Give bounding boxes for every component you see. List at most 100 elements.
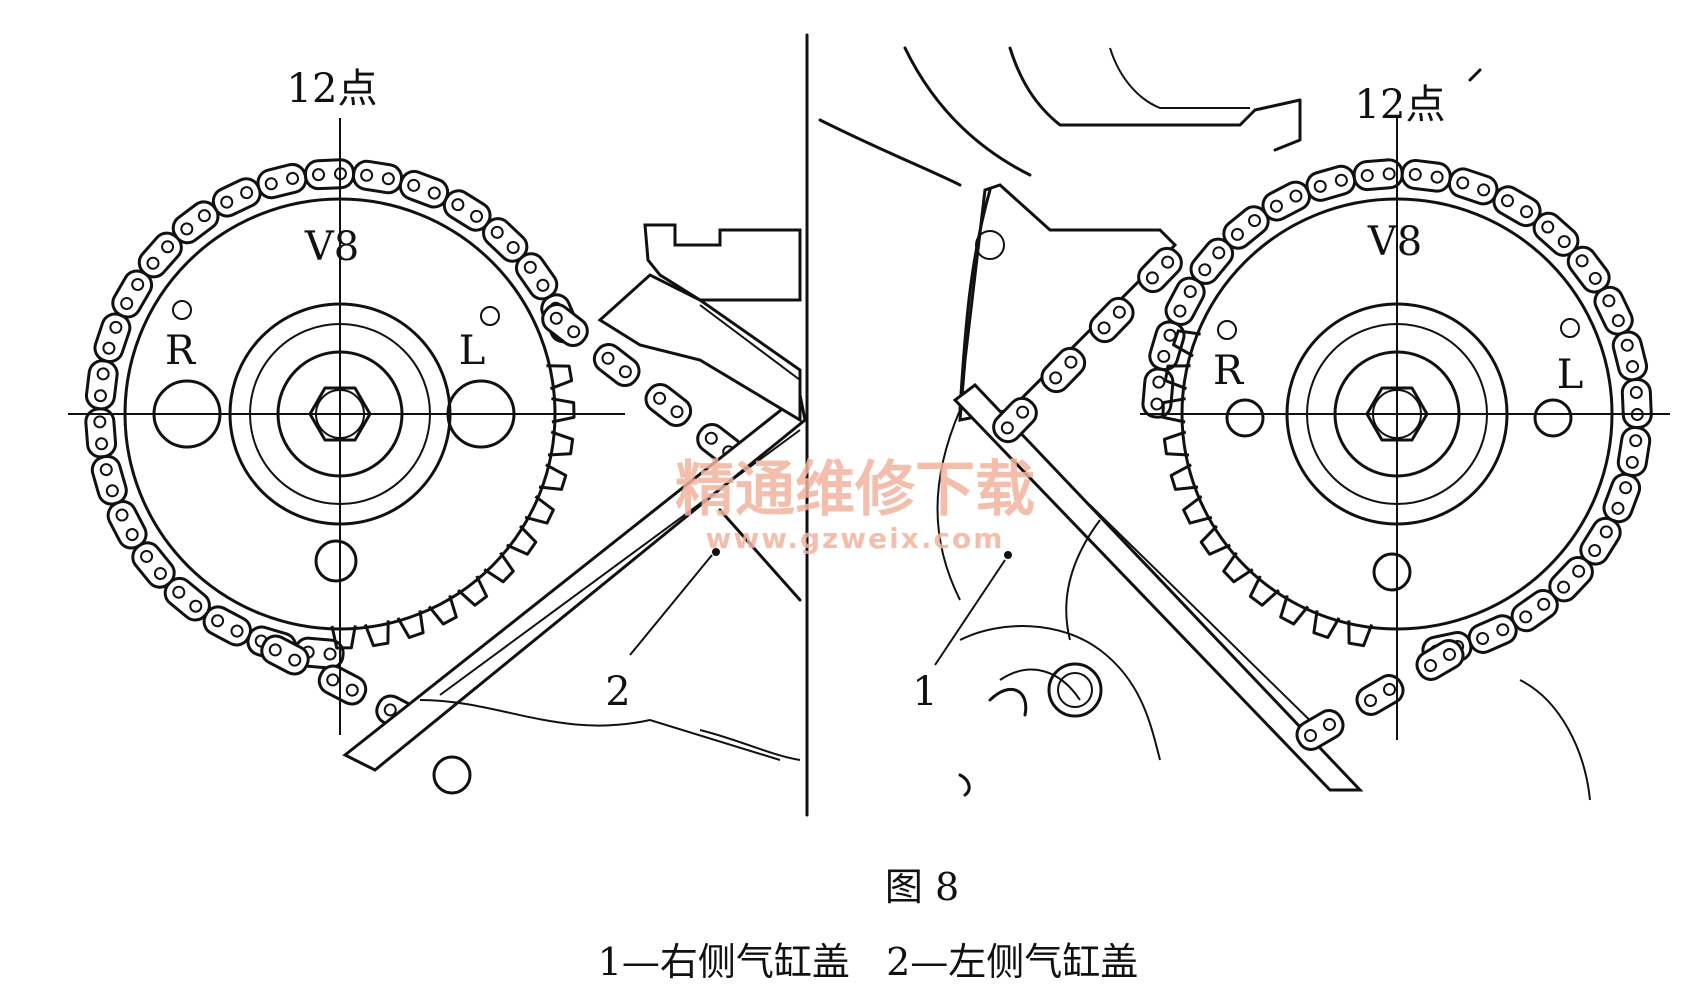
right-hole-l <box>1533 398 1573 438</box>
right-small-hole-r <box>1217 320 1237 340</box>
left-chain-link <box>644 382 693 428</box>
left-tensioner-bracket <box>643 223 802 302</box>
right-guide-edge <box>1089 504 1331 741</box>
right-hole-r <box>1225 398 1265 438</box>
left-chain-link <box>211 177 262 218</box>
left-chain-link <box>84 407 118 459</box>
right-chain-guide <box>952 382 1364 792</box>
right-tensioner-bolt <box>975 230 1005 260</box>
left-chain-link <box>351 159 404 195</box>
right-l-mark: L <box>1557 352 1584 398</box>
right-chain-link <box>1088 296 1135 344</box>
left-chain-link <box>111 269 154 319</box>
right-lower-bolt-inner <box>1057 672 1093 708</box>
left-lower-contour <box>699 729 801 761</box>
left-callout-leader <box>629 554 713 656</box>
figure-title: 图 8 <box>885 865 959 909</box>
right-small-hook <box>988 687 1028 717</box>
watermark-text: 精通维修下载 <box>675 455 1035 525</box>
right-chain-link <box>1620 377 1653 430</box>
left-chain-link <box>303 158 356 191</box>
right-callout-number: 1 <box>912 669 937 715</box>
right-chain-link <box>1616 425 1652 478</box>
right-tick-mark <box>1468 68 1482 82</box>
left-l-mark: L <box>459 328 486 374</box>
right-chain-link <box>1222 205 1270 250</box>
left-chain-link <box>256 162 308 200</box>
right-sprocket-teeth <box>1161 329 1374 648</box>
right-tensioner-edge <box>958 188 992 412</box>
right-chain-link <box>1611 330 1649 382</box>
left-engine-label: V8 <box>304 224 359 270</box>
right-chain-link <box>1355 674 1405 716</box>
right-chain-link <box>992 396 1038 444</box>
left-small-hole-l <box>480 306 500 326</box>
left-panel: 12点 V8 R L 2 <box>68 66 807 795</box>
right-chain-link <box>1137 246 1183 294</box>
right-lower-contour-3 <box>999 668 1081 701</box>
right-chain-link <box>1141 367 1175 419</box>
left-chain-link <box>137 231 183 279</box>
right-lower-bolt <box>1047 662 1103 718</box>
left-r-mark: R <box>165 328 197 374</box>
left-chain-link <box>90 454 128 506</box>
right-upper-contour-4 <box>818 118 962 187</box>
left-hole-bottom <box>314 539 358 583</box>
left-chain-link <box>541 302 589 348</box>
right-block-contour <box>936 409 961 601</box>
right-panel: 12点 V8 R L 1 <box>818 46 1670 801</box>
left-tensioner-rod <box>699 304 801 381</box>
left-chain-link <box>93 312 132 364</box>
right-upper-contour-1 <box>903 46 1032 177</box>
right-chain-link <box>1400 158 1452 193</box>
left-chain-link <box>482 217 529 263</box>
left-arm-line <box>718 508 802 602</box>
right-upper-contour-2 <box>1008 46 1302 152</box>
watermark-url: www.gzweix.com <box>706 522 1005 555</box>
left-chain-link <box>202 605 252 647</box>
left-guide-edge <box>439 429 801 696</box>
right-clock-label: 12点 <box>1355 82 1446 128</box>
right-engine-label: V8 <box>1367 219 1422 265</box>
right-chain-link <box>1579 516 1622 566</box>
right-r-mark: R <box>1213 348 1245 394</box>
left-chain-link <box>442 189 492 232</box>
right-chain-link <box>1352 158 1404 192</box>
right-chain-link <box>1415 639 1465 681</box>
right-hole-bottom <box>1372 552 1412 592</box>
left-chain-guide <box>342 392 807 772</box>
right-timing-chain <box>992 158 1653 751</box>
left-callout-number: 2 <box>605 669 630 715</box>
right-small-mark <box>958 773 971 797</box>
figure-caption: 1—右侧气缸盖 2—左侧气缸盖 <box>598 940 1139 984</box>
left-callout-dot <box>712 548 720 556</box>
right-chain-link <box>1467 614 1518 654</box>
right-chain-link <box>1040 346 1087 394</box>
left-chain-link <box>260 634 310 676</box>
right-callout-leader <box>934 559 1006 666</box>
left-sprocket-teeth <box>330 364 576 650</box>
left-clock-label: 12点 <box>287 66 378 112</box>
right-lower-contour-2 <box>959 625 1161 761</box>
left-tensioner-body <box>597 273 802 423</box>
right-chain-link <box>1305 164 1357 202</box>
left-bolt-hole <box>432 755 472 795</box>
right-chain-link <box>1492 185 1542 228</box>
right-chain-link <box>1447 167 1499 206</box>
right-chain-link <box>1593 285 1634 336</box>
right-small-hole-l <box>1560 318 1580 338</box>
left-chain-link <box>171 200 220 245</box>
right-chain-tail-line <box>1519 679 1591 801</box>
right-upper-contour-3 <box>1109 47 1250 109</box>
left-chain-link <box>592 342 641 388</box>
right-chain-link <box>1261 180 1311 222</box>
right-callout-dot <box>1004 551 1012 559</box>
left-small-hole-r <box>172 300 192 320</box>
right-chain-link <box>1295 709 1345 751</box>
left-cover-outline <box>419 699 781 761</box>
left-chain-link <box>317 664 368 706</box>
right-lower-contour-1 <box>1065 519 1101 641</box>
left-chain-link <box>84 359 119 411</box>
